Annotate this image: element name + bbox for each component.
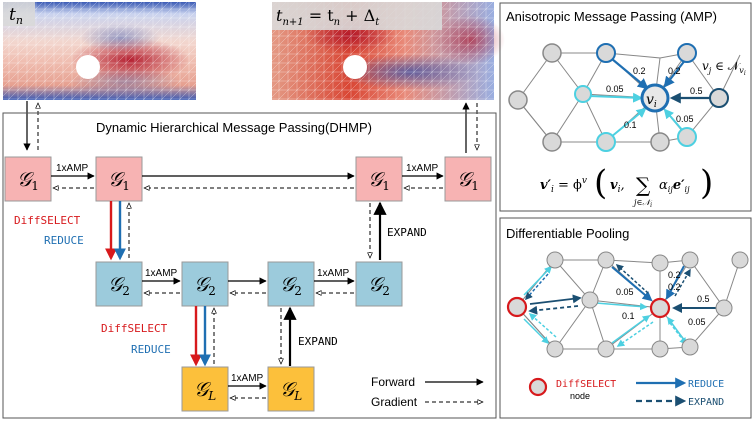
svg-text:𝒢1: 𝒢1	[17, 167, 39, 193]
amp-weight-1: 0.2	[633, 66, 646, 76]
expand-label-1: EXPAND	[387, 226, 427, 239]
svg-text:): )	[700, 163, 713, 203]
pool-weight-3: 0.05	[616, 287, 634, 297]
expand-label-2: EXPAND	[298, 335, 338, 348]
amp-weight-2: 0.2	[668, 66, 681, 76]
legend-gradient-label: Gradient	[371, 395, 418, 409]
g1-node-c: 𝒢1	[355, 156, 403, 202]
amp-messages	[588, 58, 714, 138]
legend-diffselect-node-icon	[528, 377, 548, 397]
legend-forward-label: Forward	[371, 375, 415, 389]
pool-nodes	[506, 251, 749, 358]
pool-weight-4: 0.5	[697, 294, 710, 304]
amp-vi-label: vi	[646, 92, 657, 110]
cylinder-right	[343, 55, 367, 79]
dhmp-title: Dynamic Hierarchical Message Passing(DHM…	[96, 120, 372, 135]
amp-title: Anisotropic Message Passing (AMP)	[506, 9, 717, 24]
g1-node-d: 𝒢1	[444, 156, 492, 202]
svg-text:𝒢2: 𝒢2	[368, 272, 390, 298]
gl-node-a: 𝒢L	[181, 366, 229, 412]
diffselect-label-1: DiffSELECT	[14, 214, 81, 227]
svg-text:j∈𝒩i: j∈𝒩i	[632, 198, 652, 209]
gl-node-b: 𝒢L	[267, 366, 315, 412]
legend-node-label: node	[570, 391, 590, 401]
svg-text:(: (	[594, 163, 607, 203]
g2-node-b: 𝒢2	[181, 261, 229, 307]
svg-text:𝒢2: 𝒢2	[194, 272, 216, 298]
svg-text:∑: ∑	[636, 173, 651, 197]
legend-reduce-label: REDUCE	[688, 379, 724, 390]
svg-text:v′i = ϕv: v′i = ϕv	[540, 176, 587, 195]
time-label-right: tn+1 = tn + Δt	[276, 6, 380, 28]
pool-graph	[516, 259, 741, 350]
g2-node-c: 𝒢2	[267, 261, 315, 307]
svg-text:𝒢1: 𝒢1	[368, 167, 390, 193]
time-label-left: tn	[9, 5, 23, 27]
flow-snapshot-left	[3, 2, 196, 100]
reduce-label-1: REDUCE	[44, 234, 84, 247]
svg-text:𝒢L: 𝒢L	[280, 377, 302, 403]
svg-text:𝒢2: 𝒢2	[108, 272, 130, 298]
svg-text:αije′ij: αije′ij	[659, 178, 690, 194]
amp-weight-6: 0.05	[676, 114, 694, 124]
svg-text:vi,: vi,	[610, 178, 625, 195]
amp-weight-3: 0.05	[606, 84, 624, 94]
amp-neighborhood-label: vj ∈ 𝒩vi	[702, 59, 746, 77]
g2-amp-label-1: 1xAMP	[145, 268, 178, 279]
g1-node-a: 𝒢1	[4, 156, 52, 202]
amp-formula: v′i = ϕv ( vi, ∑ j∈𝒩i αije′ij )	[540, 163, 713, 209]
svg-text:𝒢2: 𝒢2	[280, 272, 302, 298]
pool-panel	[499, 217, 752, 419]
pool-weight-2: 0.2	[668, 282, 681, 292]
amp-panel	[499, 2, 752, 212]
g1-node-b: 𝒢1	[95, 156, 143, 202]
diffselect-label-2: DiffSELECT	[101, 322, 168, 335]
legend-expand-label: EXPAND	[688, 397, 724, 408]
flow-snapshot-right	[272, 2, 505, 100]
dhmp-frame	[2, 112, 497, 419]
pool-arrows	[523, 263, 716, 347]
pool-title: Differentiable Pooling	[506, 226, 629, 241]
reduce-label-2: REDUCE	[131, 343, 171, 356]
cylinder-left	[76, 55, 100, 79]
g1-amp-label-1: 1xAMP	[56, 163, 89, 174]
g2-node-a: 𝒢2	[95, 261, 143, 307]
amp-weight-4: 0.5	[690, 86, 703, 96]
amp-weight-5: 0.1	[624, 120, 637, 130]
pool-weight-6: 0.05	[688, 317, 706, 327]
legend-diffselect-label: DiffSELECT	[556, 379, 616, 390]
svg-text:𝒢1: 𝒢1	[108, 167, 130, 193]
pool-weight-1: 0.2	[668, 270, 681, 280]
g2-node-d: 𝒢2	[355, 261, 403, 307]
svg-text:𝒢1: 𝒢1	[457, 167, 479, 193]
g1-amp-label-2: 1xAMP	[406, 163, 439, 174]
svg-text:𝒢L: 𝒢L	[194, 377, 216, 403]
gl-amp-label: 1xAMP	[231, 373, 264, 384]
amp-nodes	[508, 43, 729, 152]
g2-amp-label-2: 1xAMP	[317, 268, 350, 279]
pool-weight-5: 0.1	[622, 311, 635, 321]
